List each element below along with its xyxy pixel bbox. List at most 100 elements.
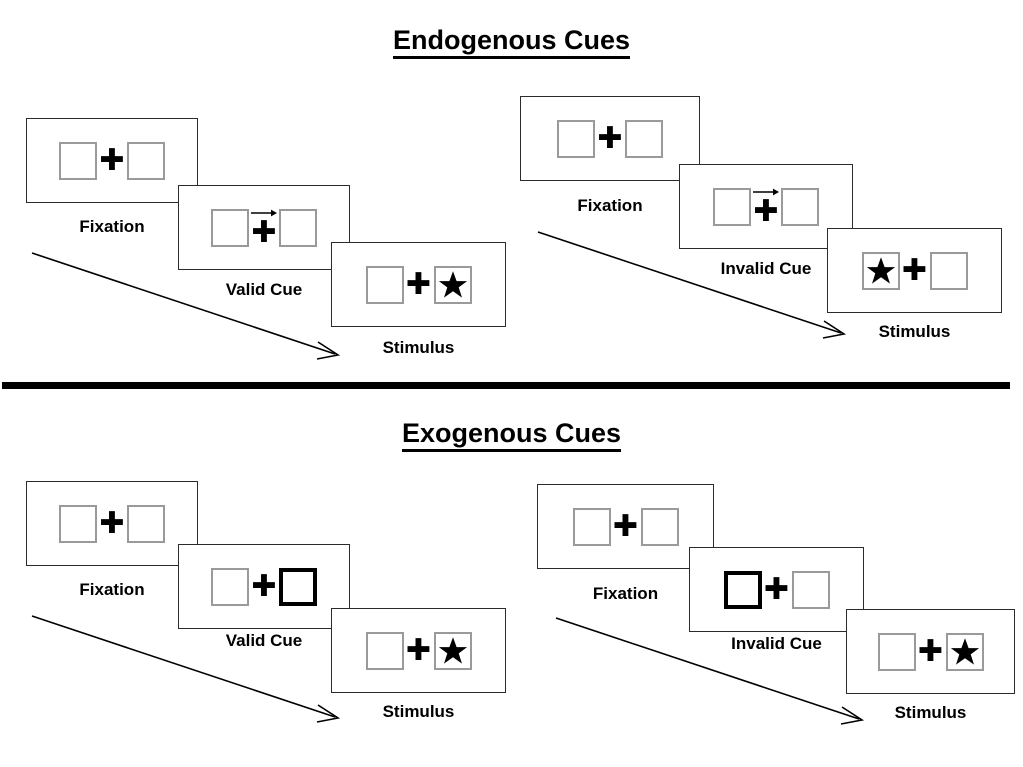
panel-valid-cue: ✚ xyxy=(178,185,350,270)
diagonal-arrow-icon xyxy=(31,252,341,360)
panel-stimulus: ✚ xyxy=(827,228,1002,313)
diagonal-arrow-icon xyxy=(555,617,865,725)
panel-label-valid-cue: Valid Cue xyxy=(225,280,303,299)
diagonal-arrow-icon xyxy=(537,231,847,339)
plus-icon: ✚ xyxy=(99,142,125,178)
panel-content: ✚ xyxy=(521,118,699,160)
panel-label-fixation: Fixation xyxy=(79,580,145,599)
panel-fixation: ✚ xyxy=(537,484,714,569)
panel-content: ✚ xyxy=(828,250,1001,292)
sequence-exogenous-valid: ✚ Fixation ✚ Valid Cue ✚ xyxy=(0,388,511,767)
panel-content: ✚ xyxy=(179,207,349,249)
right-arrow-icon xyxy=(251,209,277,216)
section-title-endogenous: Endogenous Cues xyxy=(0,25,1023,59)
plus-icon: ✚ xyxy=(405,632,432,668)
star-icon xyxy=(438,636,467,664)
sequence-exogenous-invalid: ✚ Fixation ✚ Invalid Cue ✚ xyxy=(511,388,1023,767)
panel-invalid-cue: ✚ xyxy=(679,164,853,249)
section-endogenous: Endogenous Cues ✚ Fixation xyxy=(0,0,1023,384)
stimulus-box-left xyxy=(211,567,249,606)
section-divider xyxy=(2,382,1010,389)
panel-content: ✚ xyxy=(332,264,505,306)
panel-content: ✚ xyxy=(332,630,505,672)
plus-icon: ✚ xyxy=(763,571,790,607)
fixation-cross: ✚ xyxy=(97,503,127,545)
star-icon xyxy=(866,256,895,284)
panel-content: ✚ xyxy=(690,569,863,611)
stimulus-box-right xyxy=(625,119,663,158)
panel-fixation: ✚ xyxy=(520,96,700,181)
panel-label-fixation: Fixation xyxy=(592,584,659,603)
panel-stimulus: ✚ xyxy=(331,242,506,327)
plus-icon: ✚ xyxy=(251,568,277,604)
plus-icon: ✚ xyxy=(917,633,944,669)
panel-content: ✚ xyxy=(27,140,197,182)
section-title-exogenous: Exogenous Cues xyxy=(0,418,1023,452)
stimulus-box-right xyxy=(279,208,317,247)
stimulus-box-right-target xyxy=(433,265,472,304)
fixation-cross: ✚ xyxy=(595,118,625,160)
panel-content: ✚ xyxy=(538,506,713,548)
fixation-cross: ✚ xyxy=(404,264,434,306)
panel-label-fixation: Fixation xyxy=(79,217,145,236)
stimulus-box-left xyxy=(59,504,97,543)
stimulus-box-left xyxy=(713,187,751,226)
panel-label-stimulus: Stimulus xyxy=(382,702,455,721)
fixation-cross: ✚ xyxy=(97,140,127,182)
fixation-cross-with-cue: ✚ xyxy=(249,207,279,249)
plus-icon: ✚ xyxy=(405,266,432,302)
stimulus-box-left xyxy=(877,632,916,671)
stimulus-box-right xyxy=(929,251,968,290)
stimulus-box-right xyxy=(781,187,819,226)
panel-fixation: ✚ xyxy=(26,481,198,566)
stimulus-box-right-cued xyxy=(279,567,317,606)
stimulus-box-right xyxy=(127,504,165,543)
stimulus-box-left-target xyxy=(861,251,900,290)
panel-content: ✚ xyxy=(847,631,1014,673)
panel-invalid-cue: ✚ xyxy=(689,547,864,632)
diagonal-arrow-icon xyxy=(31,615,341,723)
panel-label-invalid-cue: Invalid Cue xyxy=(731,634,822,653)
stimulus-box-right-target xyxy=(433,631,472,670)
stimulus-box-right xyxy=(640,507,679,546)
fixation-cross: ✚ xyxy=(916,631,946,673)
plus-icon: ✚ xyxy=(597,120,623,156)
section-title-endogenous-text: Endogenous Cues xyxy=(392,25,630,59)
fixation-cross: ✚ xyxy=(900,250,930,292)
fixation-cross-with-cue: ✚ xyxy=(751,186,781,228)
section-title-exogenous-text: Exogenous Cues xyxy=(401,418,622,452)
plus-icon: ✚ xyxy=(99,505,125,541)
stimulus-box-right xyxy=(791,570,830,609)
sequence-endogenous-invalid: ✚ Fixation ✚ Invalid Cue xyxy=(511,0,1023,384)
stimulus-box-left xyxy=(211,208,249,247)
plus-icon: ✚ xyxy=(612,508,639,544)
panel-label-invalid-cue: Invalid Cue xyxy=(720,259,812,278)
stimulus-box-left xyxy=(572,507,611,546)
plus-icon: ✚ xyxy=(901,252,928,288)
star-icon xyxy=(438,270,467,298)
stimulus-box-right xyxy=(127,141,165,180)
stimulus-box-left-cued xyxy=(723,570,762,609)
fixation-cross: ✚ xyxy=(249,566,279,608)
panel-fixation: ✚ xyxy=(26,118,198,203)
stimulus-box-left xyxy=(59,141,97,180)
panel-label-fixation: Fixation xyxy=(577,196,643,215)
panel-content: ✚ xyxy=(680,186,852,228)
stimulus-box-left xyxy=(365,265,404,304)
panel-content: ✚ xyxy=(179,566,349,608)
panel-label-valid-cue: Valid Cue xyxy=(225,631,303,650)
panel-stimulus: ✚ xyxy=(846,609,1015,694)
right-arrow-icon xyxy=(753,188,779,195)
fixation-cross: ✚ xyxy=(611,506,641,548)
stimulus-box-left xyxy=(557,119,595,158)
panel-stimulus: ✚ xyxy=(331,608,506,693)
star-icon xyxy=(950,637,979,665)
fixation-cross: ✚ xyxy=(762,569,792,611)
panel-label-stimulus: Stimulus xyxy=(382,338,455,357)
stimulus-box-left xyxy=(365,631,404,670)
plus-icon: ✚ xyxy=(251,214,277,250)
stimulus-box-right-target xyxy=(945,632,984,671)
sequence-endogenous-valid: ✚ Fixation ✚ Valid Cue xyxy=(0,0,511,384)
panel-label-stimulus: Stimulus xyxy=(894,703,967,722)
plus-icon: ✚ xyxy=(753,193,779,229)
